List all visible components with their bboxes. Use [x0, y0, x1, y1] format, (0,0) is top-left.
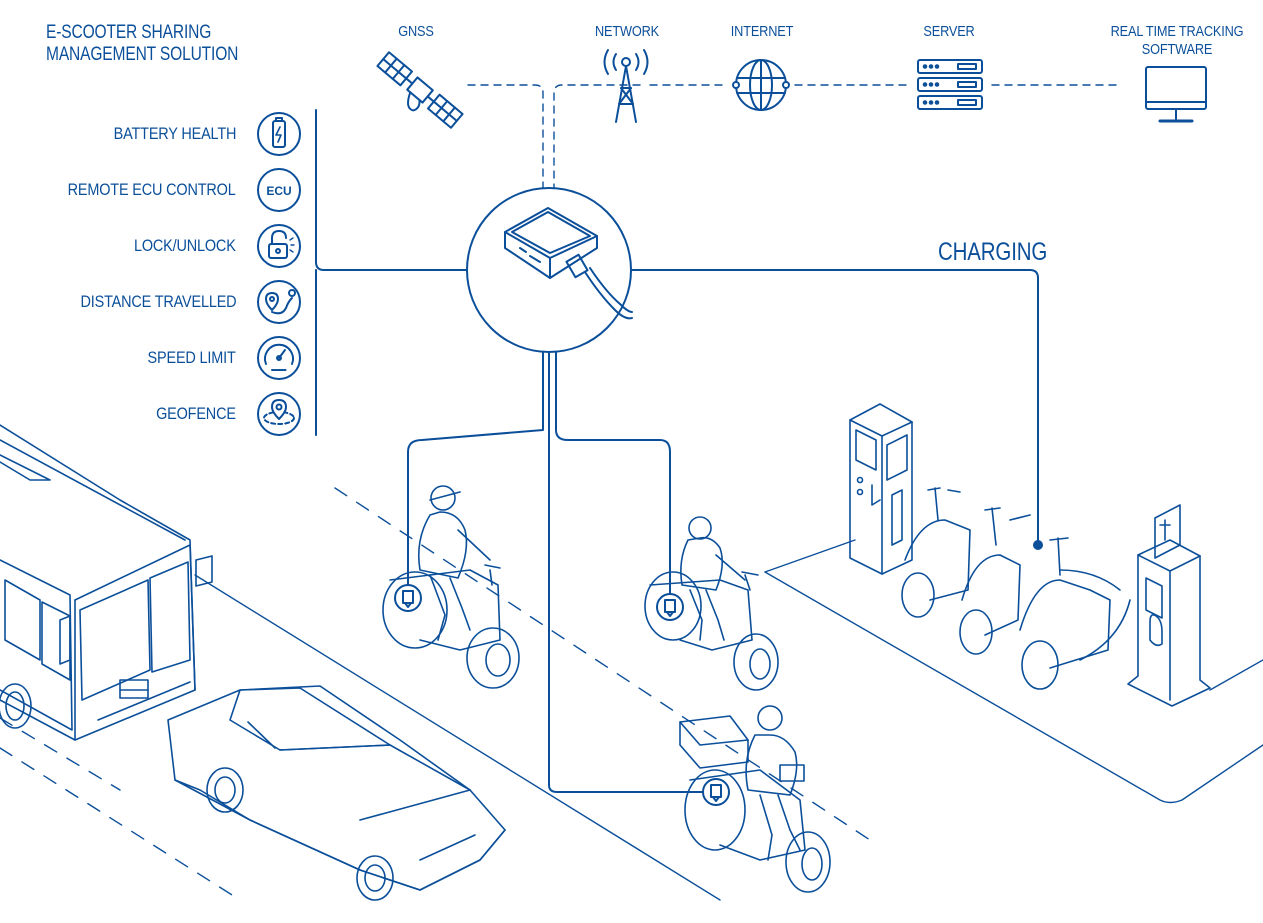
ecu-icon [257, 168, 301, 212]
route-pin-icon [257, 280, 301, 324]
tracking-software-label: REAL TIME TRACKING SOFTWARE [1110, 23, 1244, 58]
diagram-title: E-SCOOTER SHARING MANAGEMENT SOLUTION [46, 22, 238, 66]
monitor-icon [1145, 66, 1207, 123]
speedometer-icon [257, 336, 301, 380]
ecu-icon-text: ECU [266, 184, 291, 198]
feature-icons [257, 112, 301, 436]
globe-icon [732, 59, 790, 111]
feature-remote-ecu-control: REMOTE ECU CONTROL [68, 180, 236, 199]
battery-icon [257, 112, 301, 156]
feature-battery-health: BATTERY HEALTH [113, 124, 236, 143]
network-label: NETWORK [595, 23, 659, 40]
charging-link-dot [1033, 540, 1043, 550]
cell-tower-icon [603, 49, 649, 123]
feature-lock-unlock: LOCK/UNLOCK [134, 236, 236, 255]
car-illustration [167, 685, 506, 901]
server-icon [917, 59, 983, 110]
internet-label: INTERNET [730, 23, 794, 40]
tracker-device-hub [466, 187, 633, 353]
scooter-rider-2 [644, 516, 779, 691]
bus-illustration [0, 424, 213, 741]
charging-kiosk [849, 403, 913, 575]
scooter-tracker-badges [394, 584, 730, 806]
geofence-pin-icon [257, 392, 301, 436]
server-label: SERVER [923, 23, 975, 40]
charging-label: CHARGING [938, 238, 1048, 266]
gnss-label: GNSS [398, 23, 434, 40]
title-line-2: MANAGEMENT SOLUTION [46, 44, 239, 65]
charging-pole [1079, 504, 1211, 707]
top-dashed-links [467, 84, 1121, 191]
feature-speed-limit: SPEED LIMIT [147, 348, 236, 367]
padlock-icon [257, 224, 301, 268]
title-line-1: E-SCOOTER SHARING [46, 22, 212, 43]
feature-geofence: GEOFENCE [156, 404, 236, 423]
scooter-rider-1 [382, 485, 520, 689]
satellite-icon [376, 51, 464, 129]
parked-scooters [901, 487, 1121, 690]
solid-links [315, 109, 1039, 793]
feature-distance-travelled: DISTANCE TRAVELLED [80, 292, 236, 311]
scooter-delivery-rider [679, 705, 831, 893]
